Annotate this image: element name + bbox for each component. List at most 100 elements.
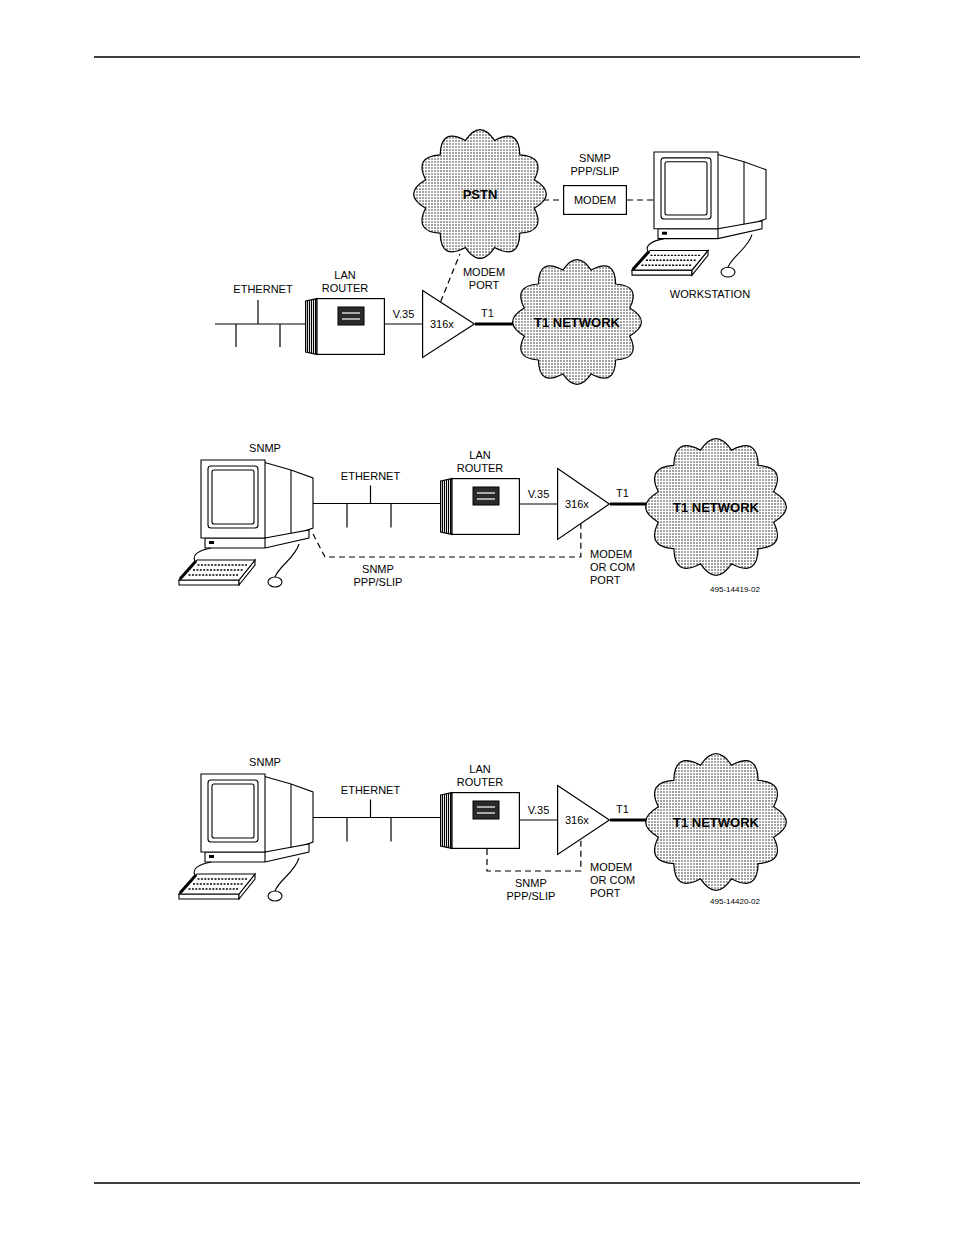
ethernet-bus bbox=[215, 300, 306, 347]
cloud-outline bbox=[513, 260, 642, 385]
cloud-label: PSTN bbox=[463, 187, 498, 202]
monitor-bezel bbox=[654, 152, 718, 229]
base-edge bbox=[264, 852, 265, 862]
router-panel bbox=[473, 801, 499, 819]
cable-link bbox=[311, 817, 440, 818]
keyboard-keys bbox=[646, 260, 696, 261]
triangle-outline bbox=[423, 291, 475, 358]
keyboard-keys bbox=[198, 564, 248, 565]
keyboard-front bbox=[632, 270, 692, 275]
router-front bbox=[317, 299, 384, 355]
panel-line bbox=[342, 318, 360, 319]
screen-frame bbox=[208, 466, 258, 528]
router-front bbox=[452, 479, 519, 535]
lan-router-shape bbox=[440, 792, 520, 849]
lan-router: LAN ROUTER bbox=[440, 478, 520, 535]
cable-link bbox=[520, 819, 557, 820]
modem-box: MODEM bbox=[563, 185, 627, 215]
screen bbox=[212, 784, 254, 838]
unit-label: 316x bbox=[565, 498, 589, 511]
footer-rule bbox=[94, 1182, 860, 1183]
router-label: LAN ROUTER bbox=[322, 269, 368, 295]
keyboard-keys bbox=[198, 878, 248, 879]
panel-line bbox=[477, 812, 495, 813]
keyboard-keys bbox=[193, 569, 243, 570]
triangle-outline bbox=[558, 786, 610, 855]
box-outline bbox=[564, 186, 627, 215]
keyboard-top bbox=[632, 250, 708, 270]
link-label: ETHERNET bbox=[340, 470, 401, 483]
power-button bbox=[662, 232, 667, 235]
mouse-cable bbox=[728, 235, 752, 268]
power-button bbox=[209, 855, 214, 858]
mouse-cable bbox=[275, 544, 299, 577]
monitor-back bbox=[263, 462, 313, 538]
workstation-label: SNMP bbox=[249, 756, 281, 769]
cloud-outline bbox=[646, 754, 787, 891]
link-label: V.35 bbox=[392, 308, 416, 321]
monitor-back bbox=[263, 776, 313, 852]
mouse-cable bbox=[275, 858, 299, 891]
keyboard-cable bbox=[194, 862, 211, 875]
dsu-csu-unit: 316x bbox=[557, 785, 610, 855]
t1-link bbox=[475, 323, 516, 326]
panel-line bbox=[477, 492, 495, 493]
lan-router: LAN ROUTER bbox=[305, 298, 385, 355]
monitor-bezel bbox=[201, 774, 265, 852]
panel-line bbox=[342, 312, 360, 313]
link-label: SNMP PPP/SLIP bbox=[353, 563, 404, 589]
router-label: LAN ROUTER bbox=[457, 763, 503, 789]
router-side bbox=[441, 479, 452, 535]
keyboard-top bbox=[179, 560, 255, 580]
network-cloud: PSTN bbox=[413, 128, 547, 260]
bus-tap bbox=[257, 300, 258, 324]
screen-frame bbox=[661, 158, 711, 219]
base-edge bbox=[717, 229, 718, 239]
bus-tap bbox=[390, 818, 391, 842]
bus-tap bbox=[390, 504, 391, 528]
bus-tap bbox=[279, 324, 280, 347]
monitor-seam bbox=[290, 784, 291, 850]
link-label: ETHERNET bbox=[340, 784, 401, 797]
dashed-link bbox=[543, 199, 563, 200]
router-side bbox=[306, 299, 317, 355]
monitor-seam bbox=[290, 470, 291, 536]
lan-router-shape bbox=[305, 298, 385, 355]
cable-link bbox=[385, 323, 422, 324]
figure-number: 495-14420-02 bbox=[709, 897, 761, 907]
cloud-label: T1 NETWORK bbox=[534, 315, 620, 330]
bus-tap bbox=[235, 324, 236, 347]
figure-number: 495-14419-02 bbox=[709, 585, 761, 595]
keyboard-top bbox=[179, 874, 255, 894]
bus-line bbox=[215, 323, 306, 324]
unit-label: 316x bbox=[565, 814, 589, 827]
port-label: MODEM OR COM PORT bbox=[589, 548, 641, 587]
network-cloud: T1 NETWORK bbox=[512, 258, 642, 386]
dsu-csu-unit: 316x bbox=[422, 290, 475, 358]
keyboard-front bbox=[179, 580, 239, 585]
link-label: SNMP PPP/SLIP bbox=[505, 877, 556, 903]
cloud-label: T1 NETWORK bbox=[673, 815, 759, 830]
triangle-outline bbox=[558, 469, 610, 540]
keyboard-front bbox=[179, 894, 239, 899]
bus-tap bbox=[346, 504, 347, 528]
workstation-shape bbox=[175, 772, 315, 904]
bus-tap bbox=[370, 486, 371, 504]
cloud-outline bbox=[414, 130, 547, 259]
lan-router: LAN ROUTER bbox=[440, 792, 520, 849]
mouse bbox=[268, 891, 282, 901]
router-front bbox=[452, 793, 519, 849]
port-label: MODEM OR COM PORT bbox=[589, 861, 641, 900]
keyboard-cable bbox=[647, 239, 664, 252]
keyboard-keys bbox=[189, 888, 240, 889]
port-label: MODEM PORT bbox=[462, 266, 506, 292]
keyboard-keys bbox=[651, 255, 701, 256]
network-cloud: T1 NETWORK bbox=[645, 437, 787, 577]
mouse bbox=[721, 267, 735, 277]
box-label: MODEM bbox=[574, 194, 616, 207]
header-rule bbox=[94, 56, 860, 57]
panel-line bbox=[477, 498, 495, 499]
workstation-shape bbox=[628, 150, 768, 280]
monitor-back bbox=[716, 154, 766, 229]
